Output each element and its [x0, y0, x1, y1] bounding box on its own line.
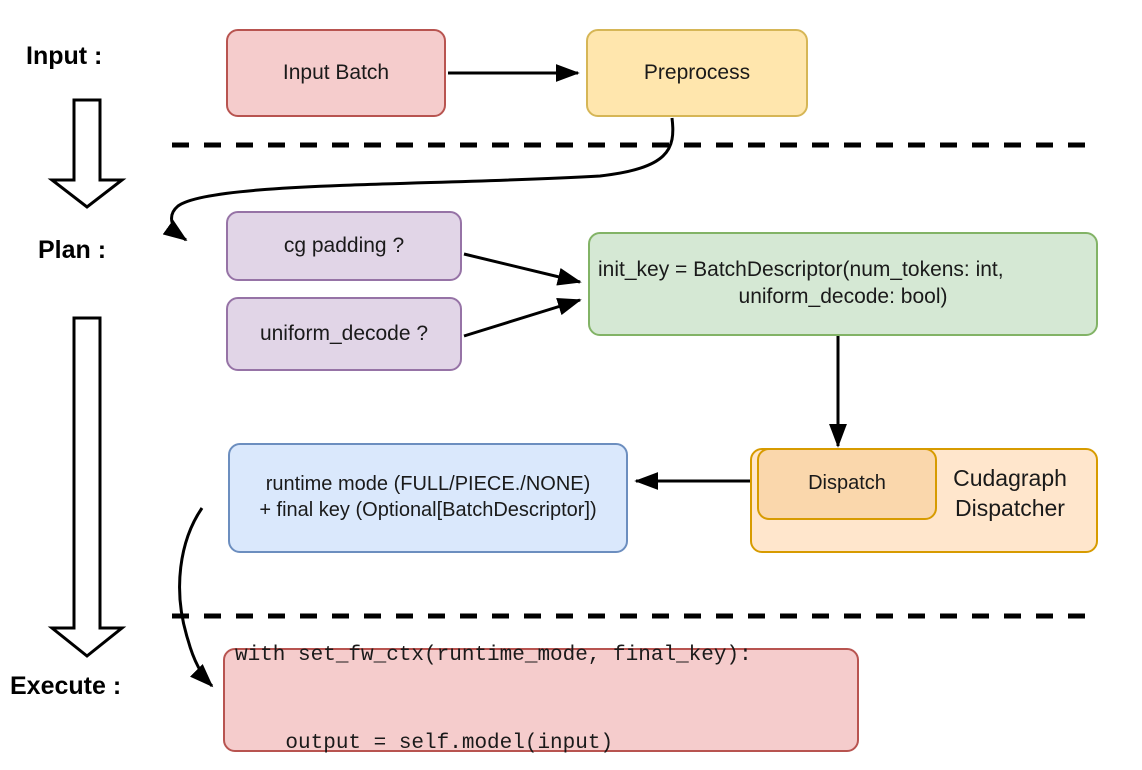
edge-runtime-mode-to-execute-code — [178, 507, 214, 688]
edge-cg-padding-to-init-key — [463, 252, 582, 286]
node-uniform-decode[interactable]: uniform_decode ? — [226, 297, 462, 371]
node-execute-code-line2: output = self.model(input) — [235, 732, 614, 756]
node-execute-code-line1: with set_fw_ctx(runtime_mode, final_key)… — [235, 644, 752, 668]
stage-label-input: Input : — [26, 42, 103, 70]
node-uniform-decode-label: uniform_decode ? — [259, 321, 429, 345]
node-execute-code-text: with set_fw_ctx(runtime_mode, final_key)… — [235, 582, 849, 770]
node-init-key-line2: uniform_decode: bool) — [738, 285, 948, 308]
node-dispatch-label: Dispatch — [808, 472, 886, 495]
node-dispatch[interactable]: Dispatch — [757, 448, 937, 520]
node-init-key-line1: init_key = BatchDescriptor(num_tokens: i… — [598, 258, 1004, 282]
node-preprocess[interactable]: Preprocess — [586, 29, 808, 117]
node-input-batch[interactable]: Input Batch — [226, 29, 446, 117]
node-init-key-text: init_key = BatchDescriptor(num_tokens: i… — [598, 257, 1088, 311]
node-runtime-mode-line2: + final key (Optional[BatchDescriptor]) — [259, 499, 597, 521]
input-to-plan-bigarrow — [47, 98, 127, 209]
node-execute-code[interactable]: with set_fw_ctx(runtime_mode, final_key)… — [223, 644, 859, 755]
node-cg-padding[interactable]: cg padding ? — [226, 211, 462, 281]
node-runtime-mode-text: runtime mode (FULL/PIECE./NONE) + final … — [238, 472, 618, 523]
node-runtime-mode[interactable]: runtime mode (FULL/PIECE./NONE) + final … — [228, 443, 628, 553]
node-init-key[interactable]: init_key = BatchDescriptor(num_tokens: i… — [588, 232, 1098, 336]
node-input-batch-label: Input Batch — [282, 60, 390, 84]
stage-label-plan: Plan : — [38, 236, 107, 264]
edge-uniform-decode-to-init-key — [463, 297, 582, 338]
node-preprocess-label: Preprocess — [643, 60, 751, 84]
plan-to-execute-bigarrow — [47, 316, 127, 658]
stage-label-execute: Execute : — [10, 672, 122, 700]
node-cg-padding-label: cg padding ? — [283, 233, 405, 257]
node-runtime-mode-line1: runtime mode (FULL/PIECE./NONE) — [265, 473, 591, 496]
